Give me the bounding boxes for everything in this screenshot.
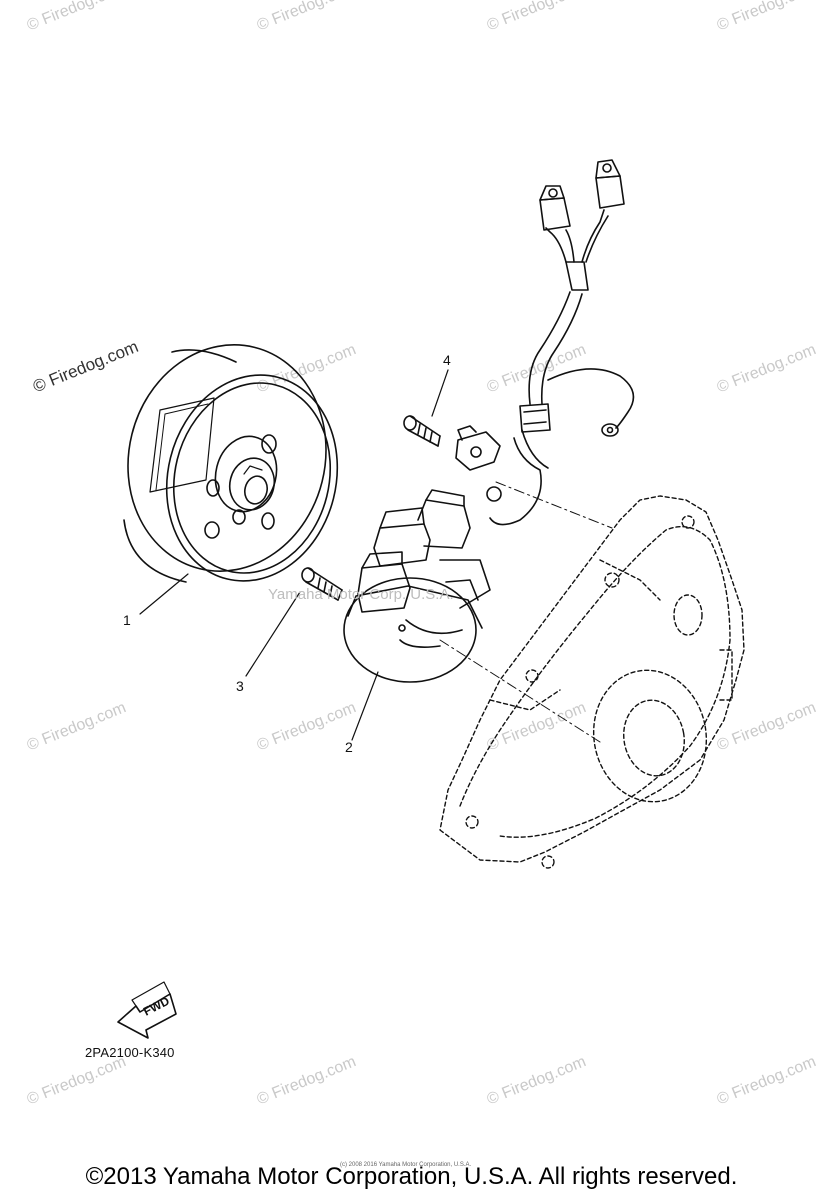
fwd-label: FWD [141,994,172,1019]
stator-coil [343,425,502,683]
center-watermark: Yamaha Motor Corp. U.S.A. [268,586,454,603]
pickup-screw [403,415,441,447]
wire-harness [489,159,635,526]
flywheel-rotor [123,344,339,583]
leader-lines [139,369,449,741]
crankcase-cover [439,495,745,869]
callout-1: 1 [123,612,131,628]
callout-3: 3 [236,678,244,694]
fwd-arrow-icon [117,981,177,1039]
copyright-notice: ©2013 Yamaha Motor Corporation, U.S.A. A… [85,1163,738,1190]
part-code: 2PA2100-K340 [85,1045,175,1060]
alignment-lines [439,481,613,743]
callout-4: 4 [443,352,451,368]
footer-fine-print: (c) 2008 2016 Yamaha Motor Corporation, … [340,1162,472,1168]
stator-screw [301,567,343,601]
callout-2: 2 [345,739,353,755]
